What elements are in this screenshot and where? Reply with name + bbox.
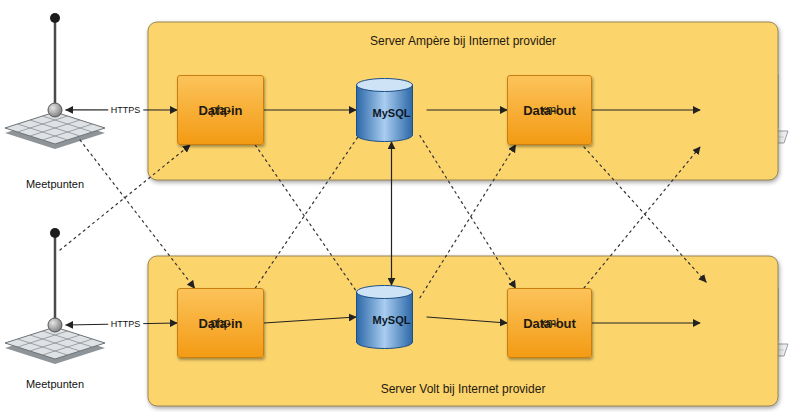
server-panel-ground bbox=[148, 256, 778, 406]
cylinder-top bbox=[357, 286, 413, 299]
output-arrow-dashed bbox=[584, 147, 700, 288]
edge-label: HTTPS bbox=[108, 319, 144, 329]
connector bbox=[264, 109, 356, 110]
box-subtitle: xml bbox=[508, 316, 591, 331]
dashed-connector bbox=[420, 136, 516, 288]
node-label: Server Volt bij Internet provider bbox=[148, 382, 778, 396]
sensor-hub bbox=[48, 103, 62, 117]
connector bbox=[427, 109, 507, 110]
pole bbox=[54, 233, 57, 325]
laptop-arrows bbox=[584, 110, 706, 323]
output-arrow-dashed bbox=[584, 147, 706, 282]
dashed-connector bbox=[255, 145, 363, 301]
output-arrow bbox=[588, 322, 700, 323]
pole bbox=[54, 18, 57, 110]
measuring-point: Meetpunten bbox=[2, 210, 108, 392]
dashed-connector bbox=[420, 145, 516, 298]
server-panel-ground bbox=[148, 22, 778, 180]
node-label: Server Ampère bij Internet provider bbox=[148, 34, 778, 48]
process-box: Data-outxml bbox=[507, 75, 592, 145]
connector bbox=[264, 317, 356, 323]
process-box: Data-inphp bbox=[177, 75, 264, 145]
edge-label: HTTPS bbox=[108, 105, 144, 115]
dashed-connector bbox=[80, 140, 194, 288]
box-subtitle: php bbox=[178, 316, 263, 331]
cylinder-top bbox=[357, 79, 413, 92]
meetpunt-icon bbox=[5, 228, 105, 364]
node-label: MySQL bbox=[356, 314, 427, 326]
dashed-connector bbox=[255, 129, 363, 288]
plate-grid bbox=[18, 331, 93, 355]
sensor-hub bbox=[48, 318, 62, 332]
node-label: Meetpunten bbox=[2, 378, 108, 390]
pole-top bbox=[50, 13, 60, 23]
box-subtitle: xml bbox=[508, 103, 591, 118]
node-label: Meetpunten bbox=[2, 178, 108, 190]
connector bbox=[391, 142, 392, 285]
meetpunt-icon bbox=[5, 13, 105, 149]
box-subtitle: php bbox=[178, 103, 263, 118]
measuring-point: Meetpunten bbox=[2, 10, 108, 192]
database-cylinder: MySQL bbox=[356, 78, 427, 142]
server-panel: Server Volt bij Internet provider Data-in… bbox=[148, 256, 778, 406]
process-box: Data-inphp bbox=[177, 288, 264, 358]
output-arrow bbox=[588, 109, 700, 110]
dashed-connector bbox=[60, 145, 190, 250]
process-box: Data-outxml bbox=[507, 288, 592, 358]
database-cylinder: MySQL bbox=[356, 285, 427, 349]
connector bbox=[427, 317, 507, 323]
server-panel: Server Ampère bij Internet providerData-… bbox=[148, 22, 778, 180]
pole-top bbox=[50, 228, 60, 238]
node-label: MySQL bbox=[356, 107, 427, 119]
